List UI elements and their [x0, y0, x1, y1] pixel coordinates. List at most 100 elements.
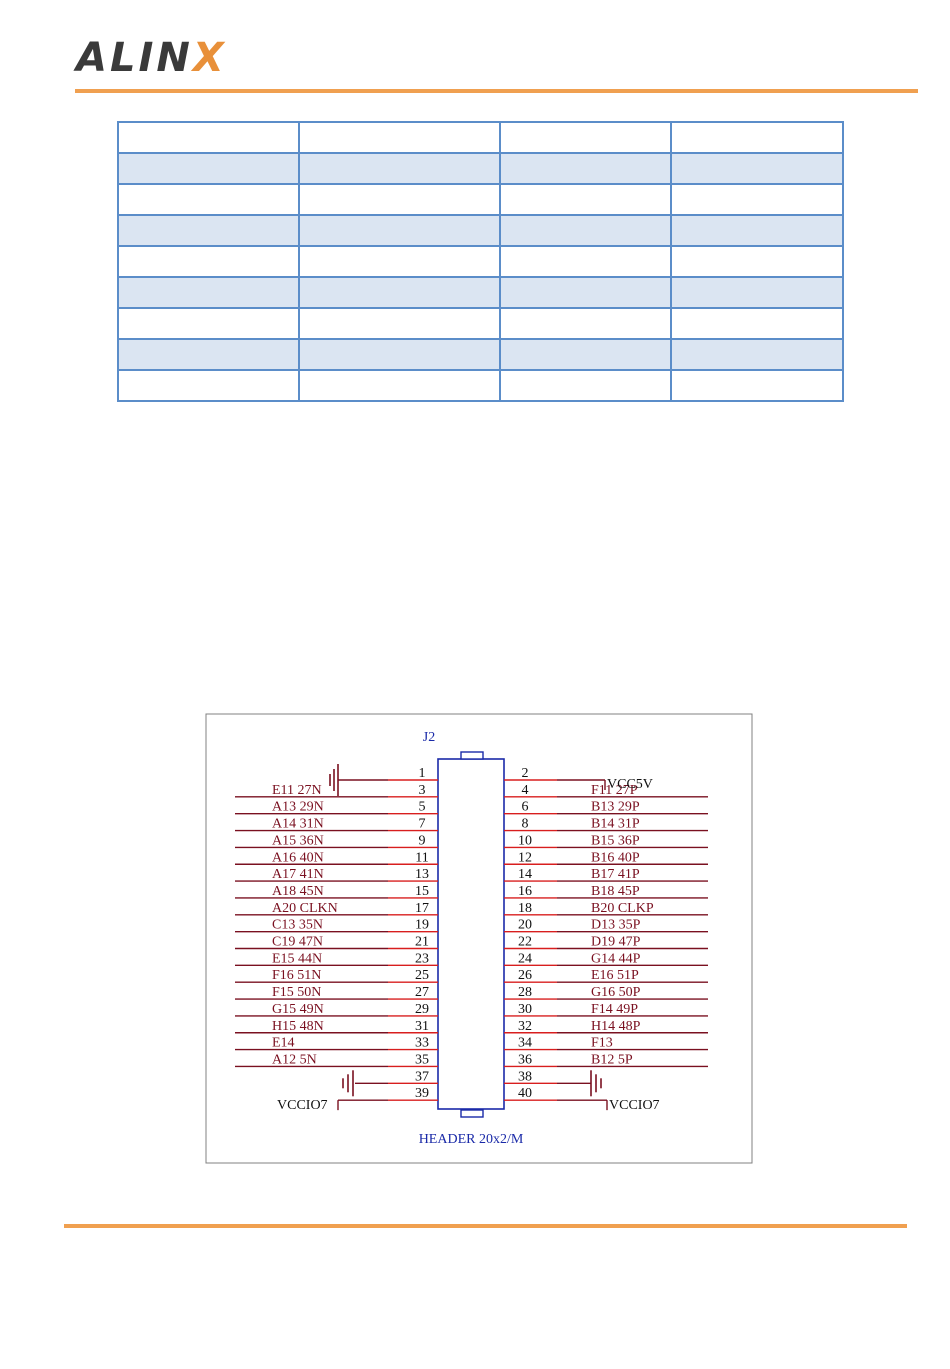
pin-number-right: 22: [518, 935, 532, 950]
table-row: [117, 369, 844, 402]
table-cell: [117, 214, 300, 247]
table-cell: [670, 121, 844, 154]
table-row: [117, 307, 844, 340]
pin-number-left: 5: [419, 800, 426, 815]
net-label-right: B17 41P: [591, 867, 640, 882]
vccio7-label-left: VCCIO7: [277, 1098, 328, 1113]
net-label-right: G16 50P: [591, 985, 641, 1000]
table-cell: [499, 276, 672, 309]
pin-number-left: 35: [415, 1052, 429, 1067]
pin-assignment-table: [117, 121, 844, 402]
net-label-left: E15 44N: [272, 951, 322, 966]
pin-number-right: 6: [522, 800, 529, 815]
pin-number-right: 24: [518, 951, 532, 966]
pin-number-right: 26: [518, 968, 532, 983]
pin-number-left: 7: [419, 817, 426, 832]
pin-number-left: 1: [419, 766, 426, 781]
table-row: [117, 214, 844, 247]
table-cell: [670, 183, 844, 216]
pin-number-right: 2: [522, 766, 529, 781]
net-label-right: F11 27P: [591, 783, 638, 798]
table-cell: [670, 276, 844, 309]
connector-key-bottom: [460, 1109, 484, 1118]
pin-number-right: 30: [518, 1002, 532, 1017]
vcc5v-label: VCC5V: [607, 777, 653, 792]
pin-number-left: 25: [415, 968, 429, 983]
table-cell: [117, 183, 300, 216]
pin-number-left: 37: [415, 1069, 429, 1084]
table-cell: [499, 183, 672, 216]
pin-number-left: 9: [419, 833, 426, 848]
table-cell: [499, 369, 672, 402]
net-label-left: H15 48N: [272, 1019, 324, 1034]
pin-number-right: 4: [522, 783, 529, 798]
pin-number-right: 8: [522, 817, 529, 832]
table-cell: [499, 307, 672, 340]
pin-number-right: 34: [518, 1036, 532, 1051]
pin-number-right: 36: [518, 1052, 532, 1067]
net-label-right: D19 47P: [591, 935, 641, 950]
pin-number-left: 33: [415, 1036, 429, 1051]
pin-number-left: 3: [419, 783, 426, 798]
net-label-left: A14 31N: [272, 817, 324, 832]
part-name-label: HEADER 20x2/M: [419, 1132, 524, 1147]
table-cell: [298, 307, 501, 340]
net-label-left: C13 35N: [272, 918, 323, 933]
table-cell: [499, 121, 672, 154]
table-cell: [117, 276, 300, 309]
table-cell: [117, 152, 300, 185]
pin-number-right: 32: [518, 1019, 532, 1034]
table-row: [117, 121, 844, 154]
designator-label: J2: [423, 730, 435, 745]
pin-number-left: 29: [415, 1002, 429, 1017]
table-cell: [499, 245, 672, 278]
net-label-right: B12 5P: [591, 1052, 633, 1067]
net-label-left: F15 50N: [272, 985, 321, 1000]
net-label-left: A12 5N: [272, 1052, 317, 1067]
pin-number-right: 38: [518, 1069, 532, 1084]
table-cell: [298, 369, 501, 402]
net-label-left: A13 29N: [272, 800, 324, 815]
table-cell: [117, 121, 300, 154]
pin-number-left: 21: [415, 935, 429, 950]
net-label-left: G15 49N: [272, 1002, 324, 1017]
table-cell: [298, 152, 501, 185]
connector-key-top: [460, 751, 484, 760]
logo-text-accent: X: [192, 35, 227, 81]
net-label-left: C19 47N: [272, 935, 323, 950]
pin-number-right: 12: [518, 850, 532, 865]
net-label-left: A15 36N: [272, 833, 324, 848]
table-row: [117, 276, 844, 309]
pin-number-left: 17: [415, 901, 429, 916]
table-cell: [117, 369, 300, 402]
table-row: [117, 183, 844, 216]
pin-number-left: 39: [415, 1086, 429, 1101]
table-body: [117, 121, 844, 402]
pin-number-right: 40: [518, 1086, 532, 1101]
pin-number-right: 28: [518, 985, 532, 1000]
pin-number-left: 31: [415, 1019, 429, 1034]
net-label-left: F16 51N: [272, 968, 321, 983]
net-label-right: B15 36P: [591, 833, 640, 848]
net-label-right: B20 CLKP: [591, 901, 654, 916]
table-cell: [670, 369, 844, 402]
table-cell: [117, 338, 300, 371]
table-cell: [298, 183, 501, 216]
pin-number-left: 13: [415, 867, 429, 882]
alinx-logo: ALINX: [76, 38, 227, 78]
pin-number-left: 19: [415, 918, 429, 933]
net-label-right: H14 48P: [591, 1019, 641, 1034]
table-cell: [298, 276, 501, 309]
net-label-right: B14 31P: [591, 817, 640, 832]
net-label-left: A16 40N: [272, 850, 324, 865]
net-label-right: B16 40P: [591, 850, 640, 865]
vccio7-label-right: VCCIO7: [609, 1098, 660, 1113]
net-label-left: E14: [272, 1036, 295, 1051]
net-label-right: G14 44P: [591, 951, 641, 966]
pin-number-left: 15: [415, 884, 429, 899]
net-label-left: A20 CLKN: [272, 901, 338, 916]
pin-number-right: 18: [518, 901, 532, 916]
net-label-left: E11 27N: [272, 783, 322, 798]
table-cell: [670, 214, 844, 247]
